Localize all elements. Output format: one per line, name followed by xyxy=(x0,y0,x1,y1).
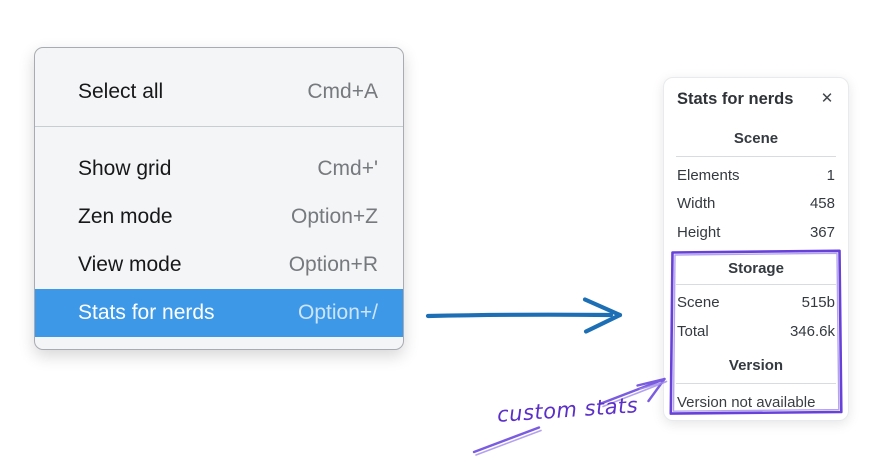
menu-item-label: Stats for nerds xyxy=(78,301,215,324)
stats-panel: Stats for nerds ✕ Scene Elements 1 Width… xyxy=(663,77,849,421)
stat-value: 1 xyxy=(826,166,835,184)
section-heading-scene: Scene xyxy=(733,130,779,147)
menu-item-label: Zen mode xyxy=(78,205,173,228)
menu-item-label: View mode xyxy=(78,253,182,276)
stat-row-scene-storage: Scene 515b xyxy=(677,289,835,318)
menu-item-label: Show grid xyxy=(78,157,172,180)
stat-value: 367 xyxy=(809,223,835,241)
stat-value: 515b xyxy=(801,294,835,312)
section-divider xyxy=(676,283,836,285)
stat-label: Total xyxy=(677,322,709,340)
menu-item-stats-for-nerds[interactable]: Stats for nerds Option+/ xyxy=(35,289,403,337)
stat-label: Elements xyxy=(677,166,740,184)
section-divider xyxy=(676,156,836,157)
menu-item-show-grid[interactable]: Show grid Cmd+' xyxy=(35,145,403,193)
stat-row-total-storage: Total 346.6k xyxy=(677,317,835,346)
stat-label: Width xyxy=(677,195,716,213)
stat-row-height: Height 367 xyxy=(677,218,835,247)
flow-arrow[interactable] xyxy=(425,297,623,334)
context-menu: Select all Cmd+A Show grid Cmd+' Zen mod… xyxy=(34,47,404,350)
menu-item-shortcut: Cmd+A xyxy=(307,80,378,103)
close-icon[interactable]: ✕ xyxy=(818,89,836,107)
version-note: Version not available xyxy=(677,393,816,411)
stat-label: Scene xyxy=(677,294,720,312)
menu-item-shortcut: Cmd+' xyxy=(317,157,378,180)
menu-item-zen-mode[interactable]: Zen mode Option+Z xyxy=(35,193,403,241)
menu-item-select-all[interactable]: Select all Cmd+A xyxy=(35,58,403,126)
stat-value: 458 xyxy=(809,195,835,213)
stat-value: 346.6k xyxy=(789,322,835,340)
section-divider xyxy=(676,382,836,384)
menu-separator xyxy=(35,126,403,127)
menu-item-shortcut: Option+Z xyxy=(291,205,378,228)
stats-panel-title: Stats for nerds xyxy=(677,90,794,108)
section-heading-version: Version xyxy=(728,356,784,374)
menu-item-label: Select all xyxy=(78,80,164,103)
stat-row-elements: Elements 1 xyxy=(677,161,835,190)
annotation-text[interactable]: custom stats xyxy=(496,393,639,427)
menu-item-shortcut: Option+R xyxy=(288,253,378,276)
stat-row-width: Width 458 xyxy=(677,190,835,219)
stat-label: Height xyxy=(677,223,721,241)
menu-group-gap xyxy=(35,127,403,145)
menu-item-view-mode[interactable]: View mode Option+R xyxy=(35,241,403,289)
section-heading-storage: Storage xyxy=(728,259,784,277)
menu-item-shortcut: Option+/ xyxy=(298,301,378,324)
